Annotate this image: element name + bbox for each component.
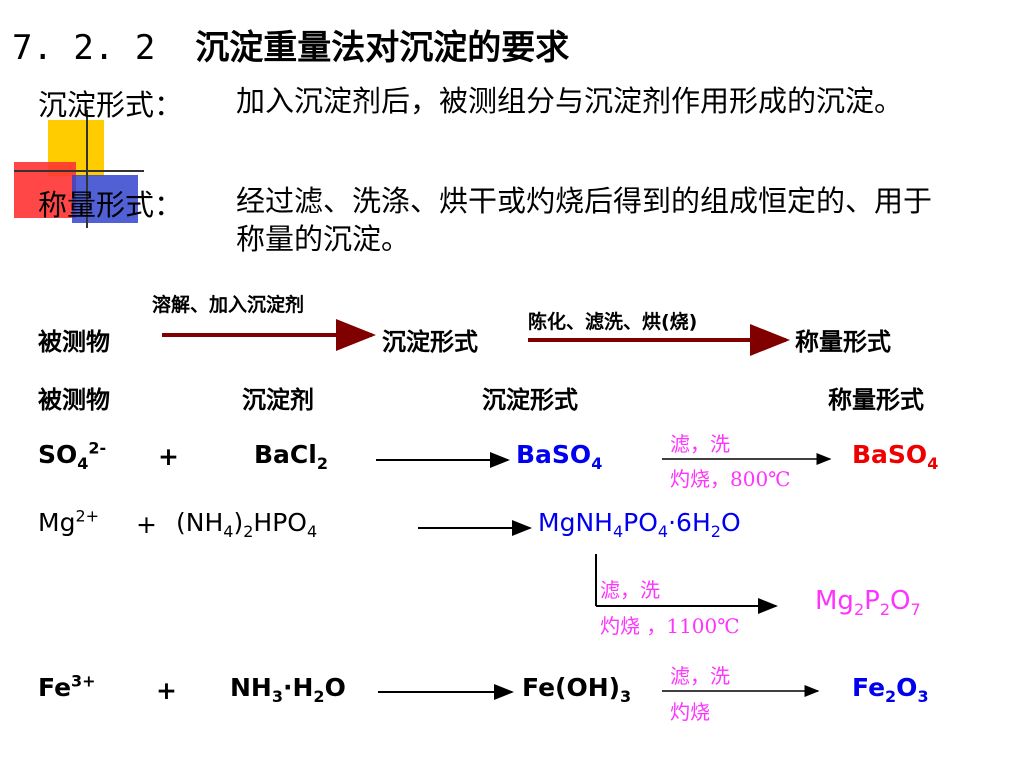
header-precipitant: 沉淀剂 [242, 386, 314, 414]
r1-cond2: 灼烧，800℃ [670, 467, 791, 491]
header-analyte: 被测物 [38, 386, 110, 414]
section-number: 7. 2. 2 [12, 28, 156, 68]
r2-reagent: (NH4)2HPO4 [176, 508, 318, 541]
r3-cond1: 滤，洗 [670, 664, 730, 688]
flow-step1: 溶解、加入沉淀剂 [152, 294, 305, 316]
header-weigh-form: 称量形式 [828, 386, 924, 414]
def-label-precip: 沉淀形式： [38, 88, 184, 122]
r1-precip: BaSO4 [516, 440, 603, 473]
def-body-weigh: 经过滤、洗涤、烘干或灼烧后得到的组成恒定的、用于称量的沉淀。 [236, 184, 933, 256]
decor-blue-square [72, 175, 138, 223]
r2-analyte: Mg2+ [38, 506, 100, 537]
def-label-weigh: 称量形式： [38, 188, 184, 222]
r3-analyte: Fe3+ [38, 671, 96, 702]
r2-cond1: 滤，洗 [600, 578, 660, 602]
decor-vertical-line [86, 110, 88, 228]
flow-step2: 陈化、滤洗、烘(烧) [528, 311, 698, 333]
r1-plus: + [158, 442, 179, 471]
r1-reagent: BaCl2 [254, 440, 328, 473]
flow-weigh-form: 称量形式 [795, 328, 891, 356]
r1-cond1: 滤，洗 [670, 432, 730, 456]
header-precip-form: 沉淀形式 [482, 386, 578, 414]
r2-cond2: 灼烧 ，1100℃ [600, 614, 740, 638]
r2-weigh: Mg2P2O7 [815, 586, 921, 620]
title-text: 沉淀重量法对沉淀的要求 [195, 28, 570, 68]
r2-precip: MgNH4PO4·6H2O [538, 508, 741, 541]
r1-weigh: BaSO4 [852, 440, 939, 473]
r3-weigh: Fe2O3 [852, 673, 929, 706]
r1-analyte: SO42- [38, 438, 107, 473]
flow-analyte: 被测物 [38, 328, 110, 356]
r3-precip: Fe(OH)3 [522, 673, 632, 706]
flow-precip-form: 沉淀形式 [382, 328, 478, 356]
r3-reagent: NH3·H2O [230, 673, 346, 706]
decor-horizontal-line [14, 170, 144, 172]
page-title: 7. 2. 2 沉淀重量法对沉淀的要求 [12, 20, 569, 69]
def-body-precip: 加入沉淀剂后，被测组分与沉淀剂作用形成的沉淀。 [236, 84, 904, 118]
r3-plus: + [156, 676, 177, 705]
r2-plus: + [136, 510, 157, 539]
r3-cond2: 灼烧 [670, 700, 710, 724]
